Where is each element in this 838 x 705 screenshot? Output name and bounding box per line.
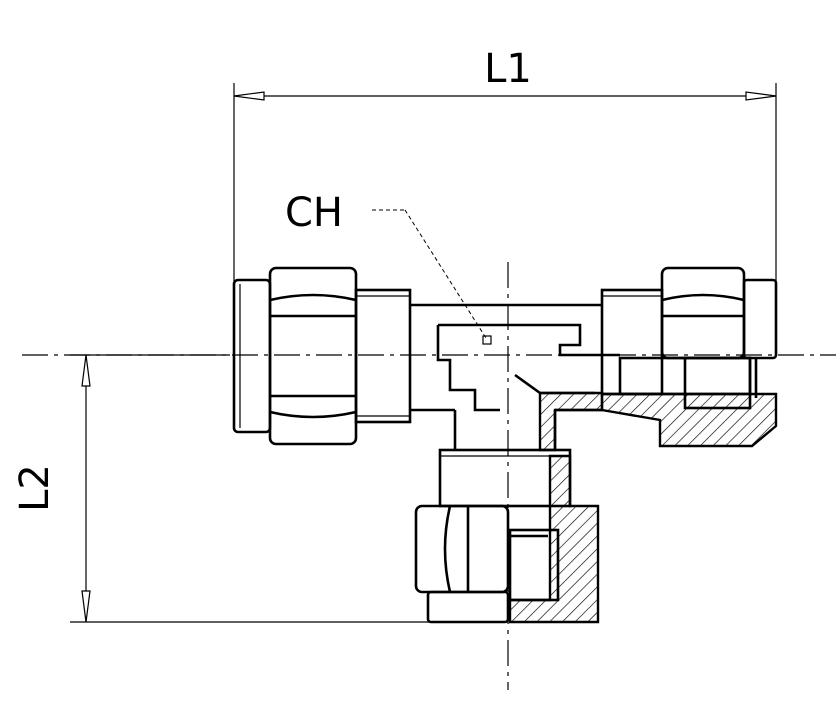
body-section-hatch bbox=[538, 391, 604, 452]
left-compression-nut bbox=[232, 266, 412, 446]
right-compression-nut bbox=[600, 266, 778, 448]
dimension-l2 bbox=[70, 354, 430, 623]
l1-label: L1 bbox=[484, 46, 532, 92]
ch-leader bbox=[372, 209, 492, 345]
tee-body bbox=[410, 303, 620, 452]
bottom-nut-section-hatch bbox=[508, 454, 600, 624]
bottom-compression-nut bbox=[414, 448, 600, 624]
l2-label: L2 bbox=[12, 464, 58, 512]
dimension-l1 bbox=[233, 83, 777, 285]
ch-label: CH bbox=[285, 190, 343, 236]
